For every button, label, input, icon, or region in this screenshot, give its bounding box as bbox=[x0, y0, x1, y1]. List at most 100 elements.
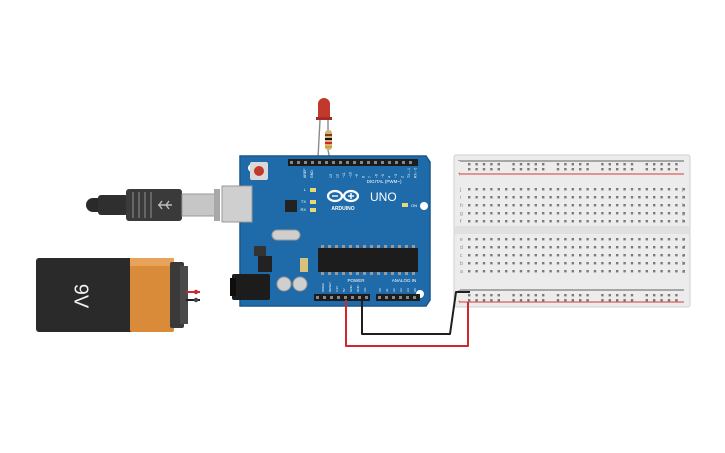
row-letter: e bbox=[682, 237, 685, 243]
row-letter: a bbox=[460, 269, 463, 275]
analog-pin-label: A2 bbox=[392, 288, 396, 292]
digital-pin-label: 7 bbox=[368, 176, 372, 178]
header-pin[interactable] bbox=[323, 296, 326, 299]
battery-terminal-leads bbox=[186, 289, 200, 303]
header-pin[interactable] bbox=[351, 296, 354, 299]
digital-pin-label: ~10 bbox=[349, 172, 353, 178]
battery-label: 9V bbox=[70, 284, 92, 309]
header-pin[interactable] bbox=[318, 161, 321, 164]
header-pin[interactable] bbox=[360, 161, 363, 164]
row-letter: j bbox=[459, 187, 461, 193]
header-pin[interactable] bbox=[344, 296, 347, 299]
digital-pin-label: ~11 bbox=[342, 172, 346, 178]
analog-header[interactable] bbox=[376, 294, 420, 301]
analog-pin-label: A0 bbox=[378, 288, 382, 292]
header-pin[interactable] bbox=[290, 161, 293, 164]
header-pin[interactable] bbox=[325, 161, 328, 164]
row-letter: f bbox=[682, 219, 684, 225]
digital-pin-label: 4 bbox=[388, 176, 392, 178]
row-letter: d bbox=[682, 245, 685, 251]
analog-pin-label: A4 bbox=[406, 288, 410, 292]
power-pin-label: GND bbox=[349, 285, 353, 293]
header-pin[interactable] bbox=[395, 161, 398, 164]
power-header[interactable] bbox=[314, 294, 370, 301]
row-letter: a bbox=[682, 269, 685, 275]
status-leds: L TX RX ON bbox=[300, 187, 417, 212]
analog-header-label: ANALOG IN bbox=[392, 278, 417, 283]
black-wire[interactable] bbox=[361, 291, 470, 335]
row-letter: g bbox=[682, 211, 685, 217]
row-letter: e bbox=[460, 237, 463, 243]
header-pin[interactable] bbox=[316, 296, 319, 299]
usb-icon bbox=[158, 200, 172, 210]
header-pin[interactable] bbox=[402, 161, 405, 164]
header-pin[interactable] bbox=[392, 296, 395, 299]
capacitor bbox=[276, 276, 292, 292]
header-pin[interactable] bbox=[346, 161, 349, 164]
header-pin[interactable] bbox=[337, 296, 340, 299]
header-pin[interactable] bbox=[332, 161, 335, 164]
power-pin-label: GND bbox=[356, 285, 360, 293]
header-pin[interactable] bbox=[311, 161, 314, 164]
power-jack bbox=[232, 274, 270, 300]
header-pin[interactable] bbox=[358, 296, 361, 299]
header-pin[interactable] bbox=[297, 161, 300, 164]
gnd-label: GND bbox=[310, 170, 314, 178]
reset-button[interactable] bbox=[250, 162, 268, 180]
usb-cable[interactable] bbox=[86, 189, 220, 221]
digital-pin-label: 12 bbox=[336, 174, 340, 178]
row-letter: c bbox=[460, 253, 463, 259]
analog-pin-label: A5 bbox=[413, 288, 417, 292]
header-pin[interactable] bbox=[378, 296, 381, 299]
digital-pin-label: 2 bbox=[401, 176, 405, 178]
header-pin[interactable] bbox=[339, 161, 342, 164]
power-header-label: POWER bbox=[347, 278, 365, 283]
rail-plus-bottom: + bbox=[458, 300, 462, 306]
rx-led-label: RX bbox=[300, 207, 306, 212]
digital-header[interactable] bbox=[288, 159, 418, 166]
analog-pin-label: A1 bbox=[385, 288, 389, 292]
row-letter: b bbox=[460, 261, 463, 267]
battery-9v[interactable]: 9V bbox=[36, 258, 200, 332]
row-letter: i bbox=[460, 195, 461, 201]
header-pin[interactable] bbox=[330, 296, 333, 299]
rail-plus-top: + bbox=[458, 172, 462, 178]
crystal bbox=[271, 229, 301, 241]
red-wire[interactable] bbox=[345, 300, 469, 347]
digital-pin-label: 13 bbox=[329, 174, 333, 178]
header-pin[interactable] bbox=[409, 161, 412, 164]
row-letter: g bbox=[460, 211, 463, 217]
header-pin[interactable] bbox=[374, 161, 377, 164]
row-letter: i bbox=[682, 195, 683, 201]
header-pin[interactable] bbox=[388, 161, 391, 164]
red-led[interactable] bbox=[316, 98, 332, 159]
on-led-label: ON bbox=[411, 203, 417, 208]
atmega-chip bbox=[318, 248, 418, 272]
digital-pin-label: RX←0 bbox=[414, 168, 418, 178]
header-pin[interactable] bbox=[399, 296, 402, 299]
header-pin[interactable] bbox=[381, 161, 384, 164]
model-label: UNO bbox=[370, 190, 397, 204]
l-led-label: L bbox=[304, 187, 307, 192]
header-pin[interactable] bbox=[365, 296, 368, 299]
power-pin-label: 5V bbox=[342, 288, 346, 292]
header-pin[interactable] bbox=[353, 161, 356, 164]
power-pin-label: 3.3V bbox=[335, 286, 339, 292]
header-pin[interactable] bbox=[406, 296, 409, 299]
digital-pin-label: ~9 bbox=[355, 174, 359, 178]
header-pin[interactable] bbox=[367, 161, 370, 164]
row-letter: h bbox=[460, 203, 463, 209]
header-pin[interactable] bbox=[385, 296, 388, 299]
row-letter: d bbox=[460, 245, 463, 251]
header-pin[interactable] bbox=[304, 161, 307, 164]
row-letter: h bbox=[682, 203, 685, 209]
rail-minus-top: - bbox=[458, 158, 460, 164]
row-letter: j bbox=[681, 187, 683, 193]
digital-pin-label: ~6 bbox=[375, 174, 379, 178]
header-pin[interactable] bbox=[413, 296, 416, 299]
row-letter: f bbox=[460, 219, 462, 225]
digital-pin-label: ~5 bbox=[381, 174, 385, 178]
